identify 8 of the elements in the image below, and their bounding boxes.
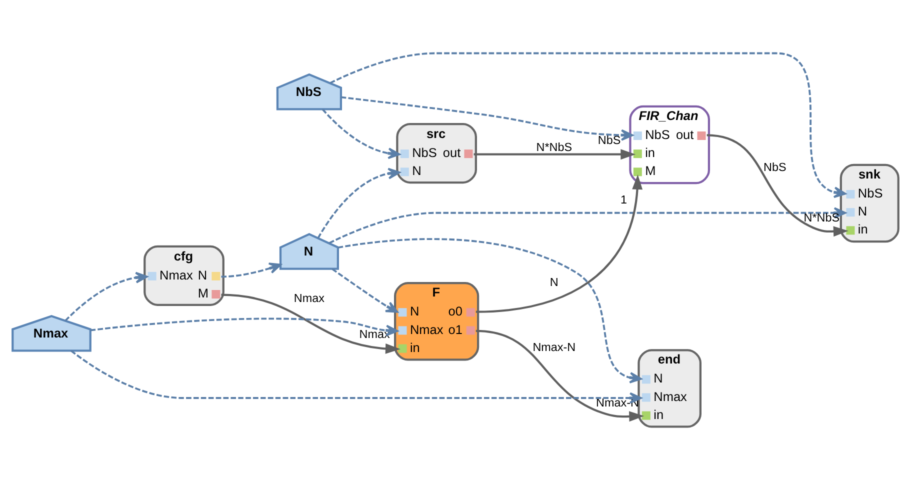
edge-label: Nmax-N [532,340,576,354]
edge-label: NbS [764,161,786,174]
label: 1 [620,193,627,206]
edge-label: N*NbS [536,140,572,154]
label: NbS [598,134,621,148]
label: N*NbS [804,211,840,224]
edge-label: Nmax [294,292,324,306]
edge-label: N [550,276,558,290]
